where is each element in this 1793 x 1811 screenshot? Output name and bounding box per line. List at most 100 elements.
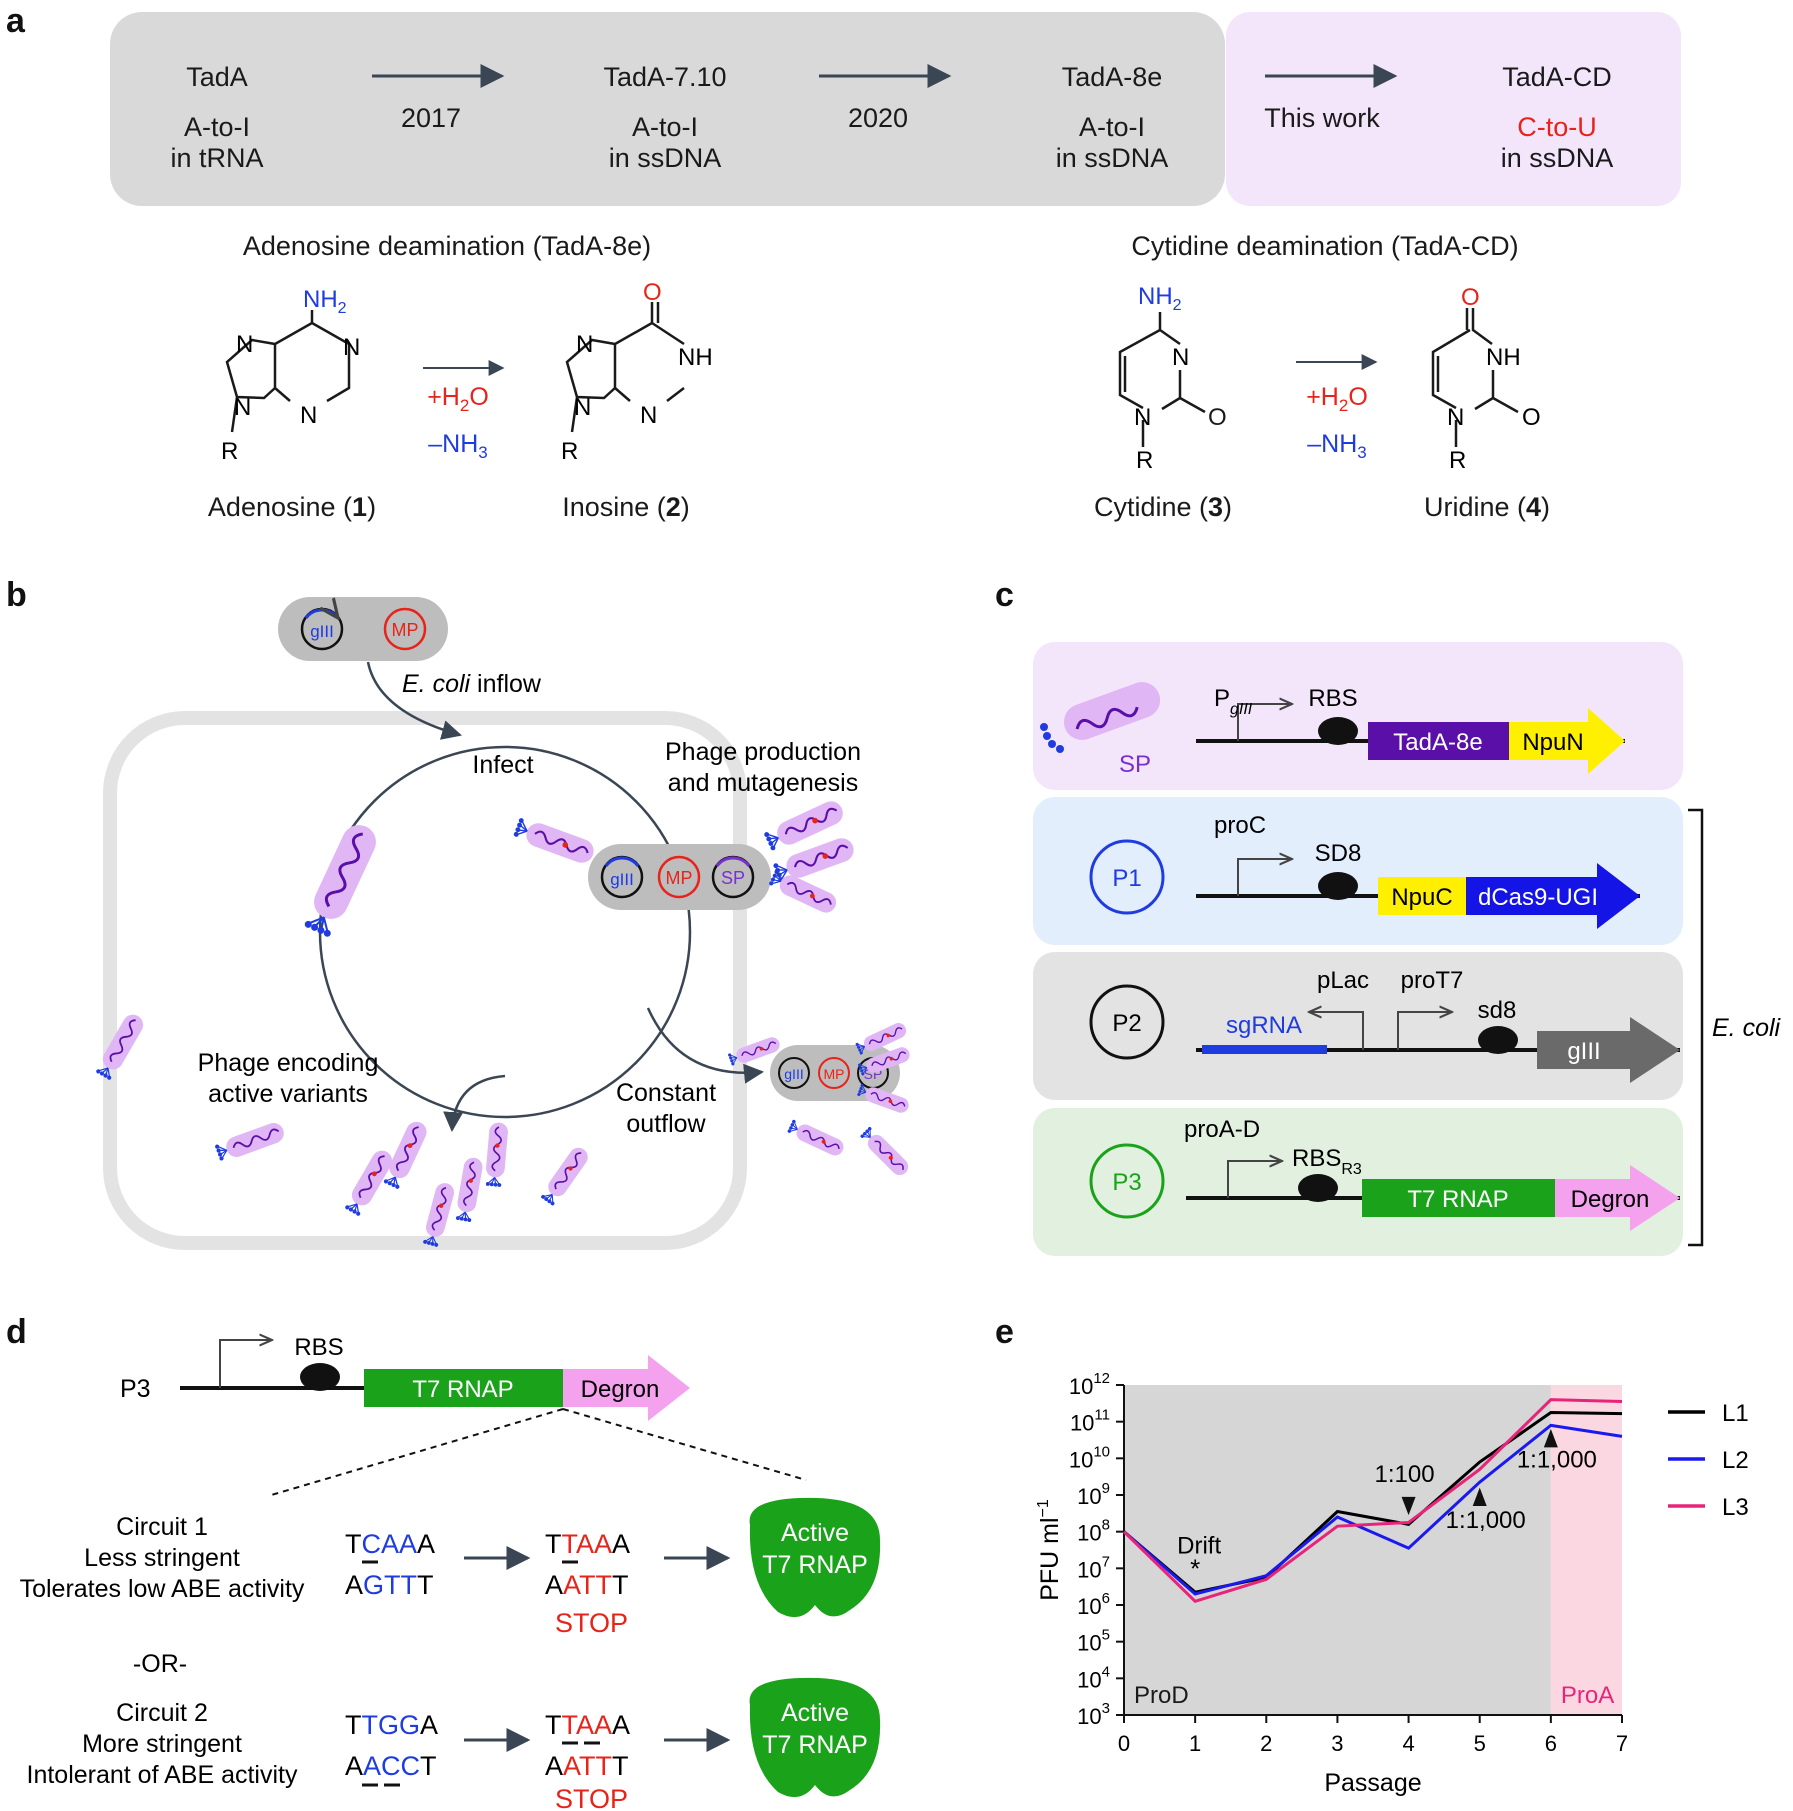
phage-fiber-tip (859, 1066, 863, 1070)
or-label: -OR- (133, 1650, 187, 1678)
construct-name: P3 (120, 1375, 151, 1403)
production-label-1: Phage production (665, 738, 861, 766)
outflow-cell: gIII MP SP (770, 1045, 900, 1101)
atom-o: O (1522, 404, 1541, 431)
panel-letter-e: e (995, 1313, 1014, 1351)
lagoon-outline (103, 711, 747, 1250)
inflow-cell: gIII MP (278, 597, 448, 661)
ammonia-label: –NH3 (1307, 430, 1366, 462)
phage-capsid (796, 1124, 844, 1156)
x-tick-label: 0 (1118, 1731, 1130, 1756)
phage-fiber-tip (219, 1156, 224, 1161)
active-t7-blob-1: Active T7 RNAP (749, 1497, 881, 1618)
npun-gene: NpuN (1522, 729, 1583, 756)
phage-capsid (736, 1037, 780, 1063)
phage-fiber-tip (789, 1126, 793, 1130)
region-label: ProD (1134, 1682, 1189, 1709)
compound-cytidine: Cytidine (3) (1094, 492, 1232, 522)
phage-particles (96, 801, 910, 1247)
series-line-l2 (1123, 1423, 1623, 1596)
promoter-prot7: proT7 (1401, 967, 1464, 994)
circuit2-line3: Intolerant of ABE activity (27, 1761, 298, 1789)
phage-dna (786, 881, 832, 905)
phage-fiber (457, 1211, 466, 1218)
mutation-dot (822, 853, 829, 859)
phage-fiber-tip (467, 1218, 472, 1222)
active-label-1: Active (781, 1699, 849, 1727)
cytidine-structure (1118, 312, 1206, 447)
c1-before-bottom: AGTTT (345, 1570, 434, 1600)
p2-name: P2 (1112, 1010, 1141, 1037)
x-tick-label: 4 (1402, 1731, 1414, 1756)
stage-activity: A-to-I (632, 112, 698, 142)
atom-o: O (1208, 404, 1227, 431)
atom-nh: NH (678, 344, 713, 371)
c2-after-top: TTAAA (545, 1710, 630, 1740)
compound-uridine: Uridine (4) (1424, 492, 1550, 522)
phage-fiber-tip (518, 818, 524, 823)
tada-8e-gene: TadA-8e (1393, 729, 1482, 756)
mutation-dot (886, 1033, 891, 1038)
sd8-lower-label: sd8 (1478, 997, 1517, 1024)
phage-fiber-tip (485, 1182, 490, 1186)
panel-letter-a: a (6, 2, 26, 40)
phage-fiber-tip (493, 1182, 498, 1187)
phage-dna (491, 1126, 502, 1172)
reaction-conditions: +H2O –NH3 +H2O –NH3 (427, 383, 1368, 462)
circuit1-line3: Tolerates low ABE activity (20, 1575, 305, 1603)
active-t7-blob-2: Active T7 RNAP (749, 1677, 881, 1798)
compound-adenosine: Adenosine (1) (208, 492, 376, 522)
phage-fiber-tip (345, 1205, 350, 1210)
phage-dna (802, 1129, 840, 1150)
mutation-dot (468, 1178, 473, 1183)
phage-particle (787, 1119, 844, 1156)
phage-fiber-tip (792, 1119, 796, 1124)
phage-particle (304, 825, 376, 937)
phage-fiber (347, 1203, 358, 1208)
phage-fiber-tip (859, 1086, 863, 1091)
mp-label: MP (824, 1066, 845, 1082)
sp-name: SP (1119, 751, 1151, 778)
ammonia-label: –NH3 (428, 430, 487, 462)
stage-substrate: in ssDNA (1056, 143, 1169, 173)
phage-particle (773, 838, 854, 882)
phage-fiber (487, 1176, 495, 1184)
mutation-dot (438, 1203, 444, 1208)
uridine-structure (1431, 308, 1519, 447)
encoding-label-1: Phage encoding (198, 1049, 379, 1077)
phage-fiber-tip (99, 1071, 105, 1076)
mutation-dot (812, 817, 818, 824)
y-tick-label: 1010 (1069, 1443, 1110, 1472)
phage-fiber-tip (728, 1053, 732, 1057)
t7-rnap-gene: T7 RNAP (1407, 1186, 1508, 1213)
c1-before-top: TCAAA (345, 1529, 435, 1559)
series-line-l3 (1122, 1398, 1623, 1604)
phage-fiber (385, 1176, 396, 1182)
p2-row-box (1033, 952, 1683, 1100)
y-tick-label: 107 (1077, 1553, 1110, 1582)
region-label: ProA (1561, 1682, 1614, 1709)
phage-dna (324, 832, 364, 908)
stage-name: TadA-CD (1502, 62, 1612, 92)
y-tick-label: 105 (1077, 1627, 1110, 1656)
promoter-proad: proA-D (1184, 1116, 1260, 1143)
rbs-label: RBS (294, 1334, 343, 1361)
y-tick-label: 104 (1077, 1663, 1110, 1692)
arrow-label-2020: 2020 (848, 103, 908, 133)
legend-label: L1 (1722, 1400, 1749, 1427)
phage-dna (554, 1152, 582, 1190)
degron-gene: Degron (1571, 1186, 1650, 1213)
phage-capsid (786, 838, 854, 878)
mutation-dot (759, 1046, 764, 1051)
phage-dna (871, 1051, 907, 1067)
amine-group: NH2 (1138, 283, 1182, 314)
phage-dna (534, 830, 589, 854)
phage-fiber (308, 916, 325, 925)
phage-fiber-tip (317, 926, 325, 934)
stage-name: TadA (186, 62, 248, 92)
phage-capsid (486, 1122, 508, 1178)
x-tick-label: 3 (1331, 1731, 1343, 1756)
mutation-dot (562, 842, 569, 848)
phage-fiber-tip (463, 1217, 468, 1222)
